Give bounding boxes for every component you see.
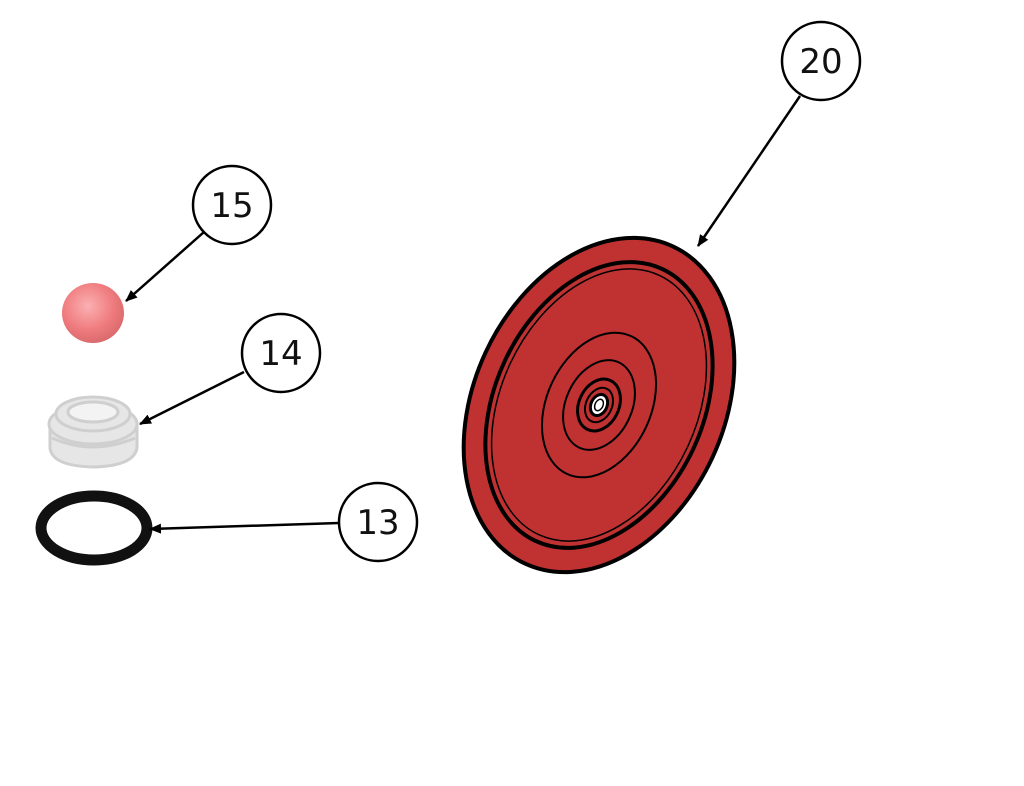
- balloon-label: 20: [799, 42, 842, 82]
- balloon-15: 15: [191, 164, 273, 246]
- balloon-label: 14: [259, 334, 302, 374]
- leader-line-15: [125, 231, 205, 302]
- seal-part: [47, 395, 139, 469]
- o-ring-icon: [35, 490, 153, 566]
- leader-lines: [125, 95, 802, 534]
- o-ring-part: [35, 490, 153, 566]
- ball-part: [62, 283, 124, 343]
- diaphragm-part: [461, 235, 737, 575]
- balloon-14: 14: [240, 312, 322, 394]
- leader-line-14: [139, 370, 245, 426]
- leader-line-20: [696, 95, 802, 247]
- balloon-label: 15: [210, 186, 253, 226]
- balloon-20: 20: [780, 20, 862, 102]
- leader-line-13: [149, 521, 340, 534]
- ball-icon: [62, 283, 124, 343]
- balloon-label: 13: [356, 503, 399, 543]
- balloon-13: 13: [337, 481, 419, 563]
